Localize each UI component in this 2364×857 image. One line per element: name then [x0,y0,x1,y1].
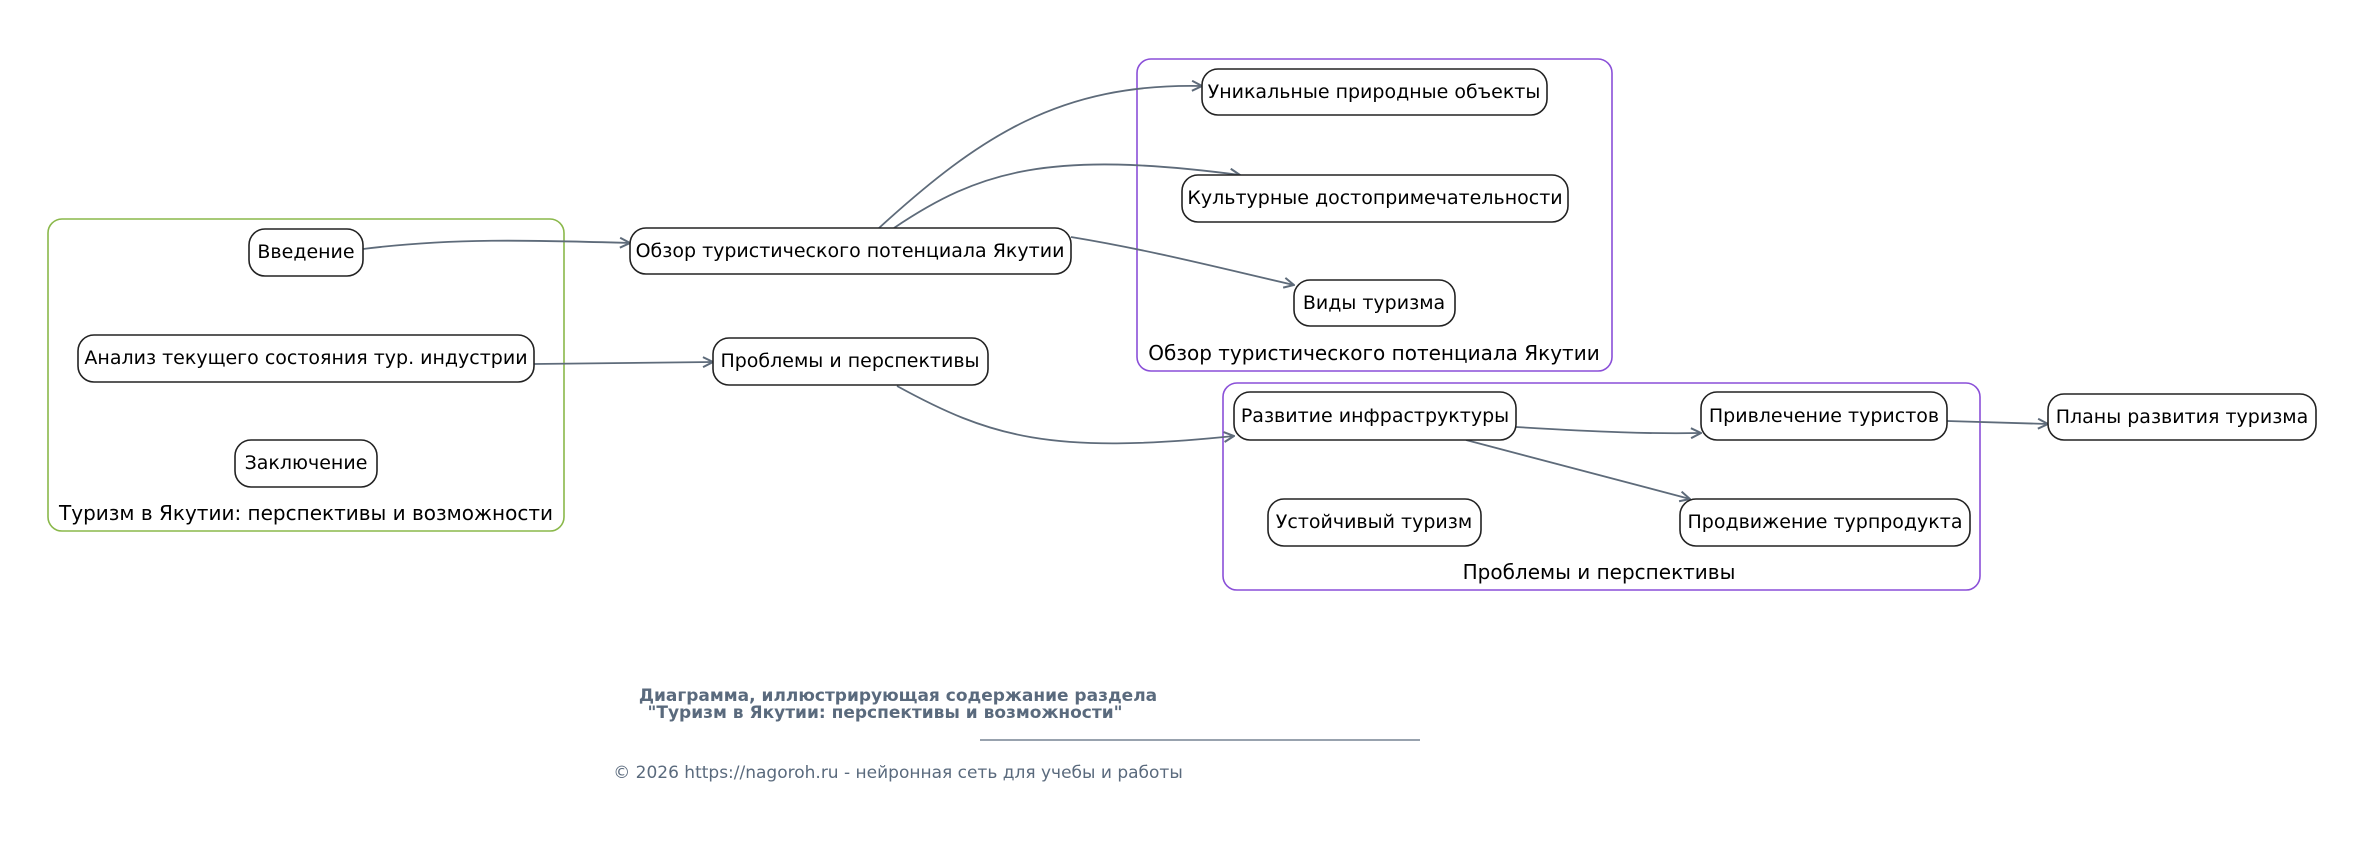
cluster-overview-label: Обзор туристического потенциала Якутии [1148,341,1599,365]
svg-text:Привлечение туристов: Привлечение туристов [1709,405,1939,427]
svg-text:Виды туризма: Виды туризма [1303,292,1445,314]
node-types[interactable]: Виды туризма [1293,279,1456,327]
node-unique[interactable]: Уникальные природные объекты [1201,68,1548,116]
svg-text:Обзор туристического потенциал: Обзор туристического потенциала Якутии [636,240,1065,262]
cluster-problems: Проблемы и перспективы [1222,382,1981,591]
node-promotion[interactable]: Продвижение турпродукта [1679,498,1971,547]
node-conclusion[interactable]: Заключение [234,439,378,488]
footer-copyright: © 2026 https://nagoroh.ru - нейронная се… [613,763,1183,783]
edge-infrastructure-promotion [1465,439,1690,499]
edge-infrastructure-attract [1515,426,1701,433]
svg-text:Анализ текущего состояния тур.: Анализ текущего состояния тур. индустрии [84,347,527,369]
node-sustainable[interactable]: Устойчивый туризм [1267,498,1482,547]
footer-title-line1: Диаграмма, иллюстрирующая содержание раз… [639,686,1157,706]
node-intro[interactable]: Введение [248,228,364,277]
svg-text:Заключение: Заключение [245,452,368,474]
svg-text:Введение: Введение [257,241,354,263]
svg-text:Планы развития туризма: Планы развития туризма [2056,406,2309,428]
cluster-main: Туризм в Якутии: перспективы и возможнос… [47,218,565,532]
node-overview[interactable]: Обзор туристического потенциала Якутии [629,227,1072,275]
edge-intro-overview [362,241,630,250]
edge-problems-infrastructure [896,385,1234,445]
edge-overview-cultural [893,163,1240,229]
svg-text:Проблемы и перспективы: Проблемы и перспективы [720,350,979,372]
cluster-overview: Обзор туристического потенциала Якутии [1136,58,1613,372]
edge-analysis-problems [533,362,713,364]
node-plans[interactable]: Планы развития туризма [2047,393,2317,441]
node-analysis[interactable]: Анализ текущего состояния тур. индустрии [77,334,535,383]
cluster-main-label: Туризм в Якутии: перспективы и возможнос… [58,501,553,525]
cluster-problems-label: Проблемы и перспективы [1463,560,1736,584]
svg-text:Развитие инфраструктуры: Развитие инфраструктуры [1241,405,1509,427]
edge-overview-types [1070,236,1294,285]
svg-text:Продвижение турпродукта: Продвижение турпродукта [1687,511,1962,533]
footer-title-line2: "Туризм в Якутии: перспективы и возможно… [648,703,1123,723]
edge-attract-plans [1946,421,2048,424]
node-infrastructure[interactable]: Развитие инфраструктуры [1233,391,1517,441]
node-cultural[interactable]: Культурные достопримечательности [1181,174,1569,223]
node-problems[interactable]: Проблемы и перспективы [712,337,989,386]
node-attract[interactable]: Привлечение туристов [1700,391,1948,441]
svg-text:Культурные достопримечательнос: Культурные достопримечательности [1187,187,1562,209]
svg-text:Устойчивый туризм: Устойчивый туризм [1276,511,1472,533]
edge-overview-unique [878,86,1202,229]
svg-text:Уникальные природные объекты: Уникальные природные объекты [1208,81,1541,103]
